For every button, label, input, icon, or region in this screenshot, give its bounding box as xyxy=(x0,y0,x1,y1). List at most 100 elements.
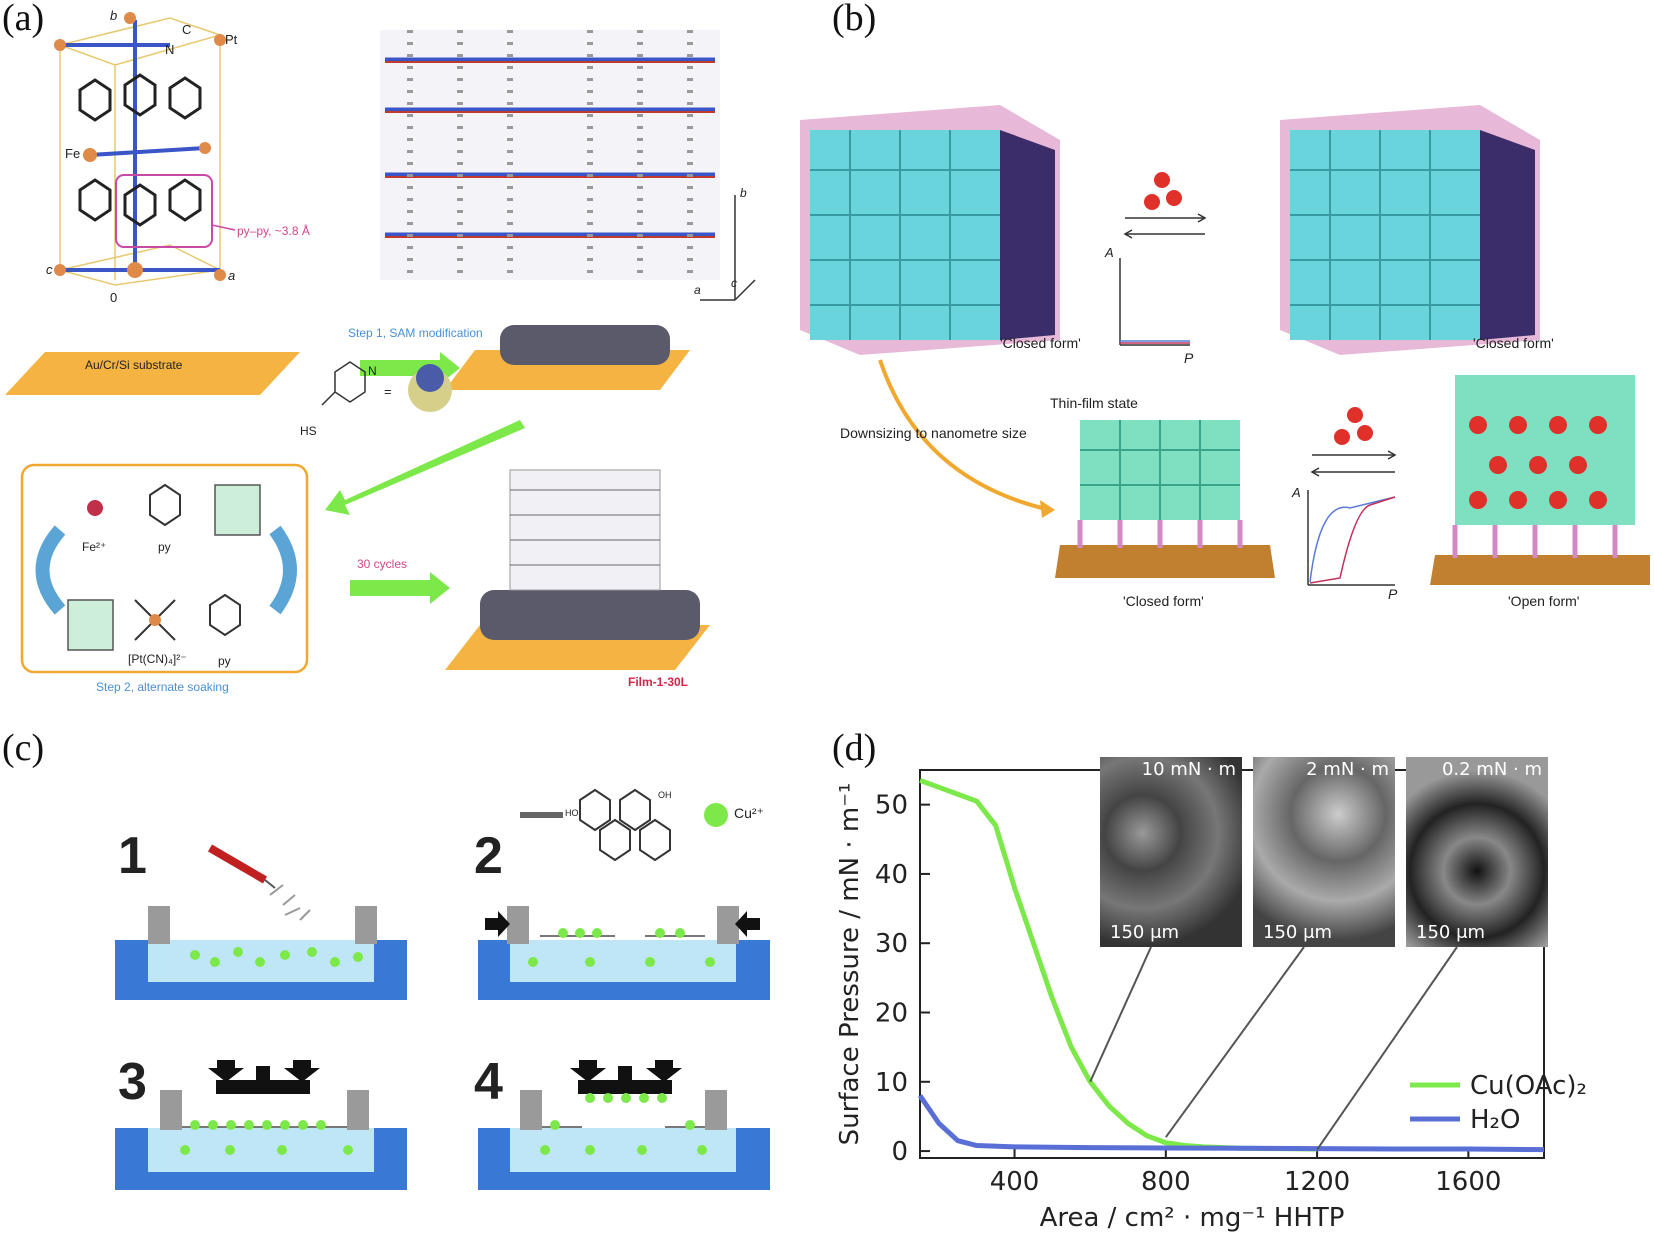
atom-label-pt: Pt xyxy=(225,32,238,47)
metal-atoms xyxy=(54,12,226,281)
x-tick-label: 800 xyxy=(1141,1167,1191,1197)
legend-label-0: Cu(OAc)₂ xyxy=(1470,1071,1587,1101)
isotherm-middle-y-label: A xyxy=(1292,485,1301,500)
fe-ion-sphere xyxy=(87,500,103,516)
step-number-4: 4 xyxy=(474,1053,503,1111)
sem-label-1: 10 mN · m xyxy=(1141,759,1236,780)
panel-label-b: (b) xyxy=(832,0,877,39)
pypy-highlight-box xyxy=(115,174,213,248)
thin-film-state-label: Thin-film state xyxy=(1050,395,1138,411)
panel-label-c: (c) xyxy=(2,727,45,769)
thin-film-open xyxy=(1430,375,1650,585)
isotherm-middle-x-label: P xyxy=(1388,586,1398,602)
trough-4 xyxy=(478,1060,770,1190)
sem-pointer-line xyxy=(1316,946,1458,1151)
hhtp-oh-label: OH xyxy=(658,790,672,800)
py-ring-1 xyxy=(149,483,181,527)
axis-a-label: a xyxy=(694,283,701,297)
beaker-1 xyxy=(214,484,261,536)
cycle-arrow-right xyxy=(269,525,297,615)
x-axis-label: Area / cm² · mg⁻¹ HHTP xyxy=(1040,1203,1345,1233)
hhtp-molecule xyxy=(579,788,671,862)
framework-3d xyxy=(380,30,720,280)
atom-label-c-axis: c xyxy=(46,262,53,277)
atom-label-zero: 0 xyxy=(110,290,118,305)
sem-label-3: 0.2 mN · m xyxy=(1441,759,1542,780)
sam-spheres xyxy=(500,325,670,365)
pyridine-rings xyxy=(78,73,202,227)
diagonal-arrow xyxy=(325,420,525,515)
y-axis-label: Surface Pressure / mN · m⁻¹ xyxy=(835,783,865,1146)
hs-label: HS xyxy=(300,424,317,438)
gas-molecules-top xyxy=(1144,172,1182,210)
pt-cn4-label: [Pt(CN)₄]²⁻ xyxy=(128,652,187,666)
x-tick-label: 400 xyxy=(990,1167,1040,1197)
substrate-plain xyxy=(5,352,300,395)
syringe xyxy=(207,844,276,889)
sem-pointer-line xyxy=(1089,946,1152,1083)
open-form-label: 'Open form' xyxy=(1508,593,1580,609)
sem-pointer-line xyxy=(1165,946,1305,1138)
step-number-1: 1 xyxy=(118,827,147,885)
step-number-3: 3 xyxy=(118,1053,147,1111)
closed-form-label-3: 'Closed form' xyxy=(1123,593,1204,609)
isotherm-top-x-label: P xyxy=(1184,350,1194,366)
panel-label-a: (a) xyxy=(2,0,45,39)
trough-3 xyxy=(115,1060,407,1190)
fe-ion-label: Fe²⁺ xyxy=(82,540,107,554)
gas-molecules-middle xyxy=(1334,407,1373,445)
sem-scale-3: 150 μm xyxy=(1416,922,1486,943)
y-tick-label: 40 xyxy=(875,860,908,890)
sem-image-3: 0.2 mN · m 150 μm xyxy=(1406,757,1548,947)
py-label-2: py xyxy=(218,654,231,668)
beaker-2 xyxy=(67,599,114,651)
atom-label-fe: Fe xyxy=(65,146,81,161)
sem-label-2: 2 mN · m xyxy=(1306,759,1389,780)
step2-label: Step 2, alternate soaking xyxy=(96,680,229,694)
sem-scale-2: 150 μm xyxy=(1263,922,1333,943)
cycles-arrow xyxy=(350,572,450,604)
y-tick-label: 0 xyxy=(891,1137,908,1167)
bulk-cube-left xyxy=(800,105,1060,355)
py-label-1: py xyxy=(158,540,171,554)
film-label: Film-1-30L xyxy=(628,675,689,689)
equals-sign: = xyxy=(384,384,392,399)
bulk-cube-right xyxy=(1280,105,1540,355)
sem-image-1: 10 mN · m 150 μm xyxy=(1100,757,1242,947)
pypy-distance-label: py–py, ~3.8 Å xyxy=(237,224,310,238)
step-number-2: 2 xyxy=(474,827,503,885)
cu-ion-label: Cu²⁺ xyxy=(734,805,764,821)
legend-label-1: H₂O xyxy=(1470,1105,1520,1135)
y-tick-label: 20 xyxy=(875,999,908,1029)
atom-label-a-axis: a xyxy=(228,268,236,283)
axis-c-label: c xyxy=(731,276,737,290)
closed-form-label-1: 'Closed form' xyxy=(1000,335,1081,351)
closed-form-label-2: 'Closed form' xyxy=(1473,335,1554,351)
sem-scale-1: 150 μm xyxy=(1110,922,1180,943)
y-tick-label: 10 xyxy=(875,1068,908,1098)
x-tick-label: 1200 xyxy=(1284,1167,1350,1197)
step1-label: Step 1, SAM modification xyxy=(348,326,483,340)
atom-label-c: C xyxy=(182,22,192,37)
soaking-box xyxy=(20,463,309,674)
py-ring-2 xyxy=(209,593,241,637)
downsizing-arrow xyxy=(878,359,1051,512)
atom-label-b: b xyxy=(110,8,118,23)
pyridine-n-label: N xyxy=(368,364,377,378)
x-tick-label: 1600 xyxy=(1435,1167,1501,1197)
thin-film-closed xyxy=(1055,420,1275,578)
axes-indicator xyxy=(700,195,756,301)
cu-ion-legend xyxy=(704,803,728,827)
y-tick-label: 50 xyxy=(875,791,908,821)
substrate-label: Au/Cr/Si substrate xyxy=(85,358,183,372)
atom-label-n: N xyxy=(165,42,175,57)
pyridine-thiol-molecule xyxy=(321,361,366,406)
isotherm-middle xyxy=(1307,490,1396,586)
axis-b-label: b xyxy=(740,186,747,200)
cycles-label: 30 cycles xyxy=(357,557,408,571)
series-line-1 xyxy=(917,1094,1545,1153)
